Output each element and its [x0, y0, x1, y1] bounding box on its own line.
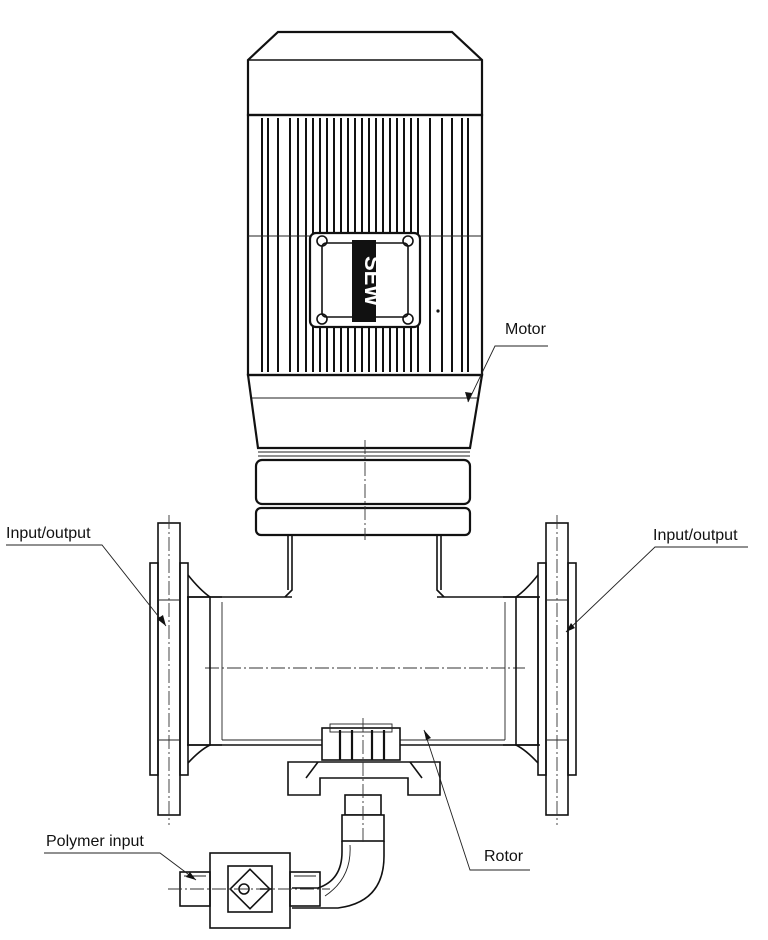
pipe-body — [187, 535, 540, 746]
motor-callout: Motor — [465, 321, 548, 403]
label-input-output-left: Input/output — [6, 525, 91, 542]
left-flange — [149, 515, 222, 825]
rotor-assembly — [287, 718, 441, 845]
motor-coupling-upper — [254, 458, 472, 506]
check-valve — [209, 852, 291, 929]
polymer-elbow-pipe — [292, 841, 385, 909]
label-polymer-input: Polymer input — [46, 833, 144, 850]
label-rotor: Rotor — [484, 848, 524, 865]
motor: SEW — [246, 30, 484, 540]
right-flange — [503, 515, 577, 825]
motor-lower-housing — [246, 373, 484, 450]
polymer-input-pipe — [168, 871, 330, 907]
motor-coupling-lower — [254, 506, 472, 537]
label-motor: Motor — [505, 321, 547, 338]
motor-terminal-box: SEW — [308, 231, 422, 329]
left-input-output-callout: Input/output — [6, 525, 167, 627]
sew-logo: SEW — [360, 256, 385, 306]
rotor-callout: Rotor — [423, 729, 530, 871]
motor-top-cap — [246, 30, 484, 117]
label-input-output-right: Input/output — [653, 527, 738, 544]
right-input-output-callout: Input/output — [565, 527, 748, 633]
polymer-input-callout: Polymer input — [44, 833, 197, 881]
